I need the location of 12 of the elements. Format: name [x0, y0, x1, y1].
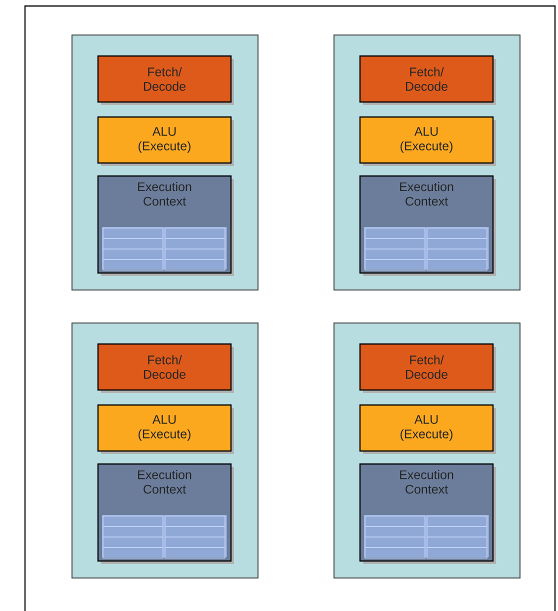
alu-box: ALU (Execute)	[359, 116, 496, 166]
execution-context-box: Execution Context	[359, 175, 496, 276]
fetch-decode-box: Fetch/ Decode	[97, 343, 234, 393]
alu-box: ALU (Execute)	[97, 116, 234, 166]
execution-context-box: Execution Context	[359, 463, 496, 564]
alu-box: ALU (Execute)	[97, 404, 234, 454]
fetch-decode-box: Fetch/ Decode	[97, 55, 234, 105]
fetch-decode-box: Fetch/ Decode	[359, 343, 496, 393]
execution-context-box: Execution Context	[97, 463, 234, 564]
execution-context-box: Execution Context	[97, 175, 234, 276]
alu-box: ALU (Execute)	[359, 404, 496, 454]
fetch-decode-box: Fetch/ Decode	[359, 55, 496, 105]
